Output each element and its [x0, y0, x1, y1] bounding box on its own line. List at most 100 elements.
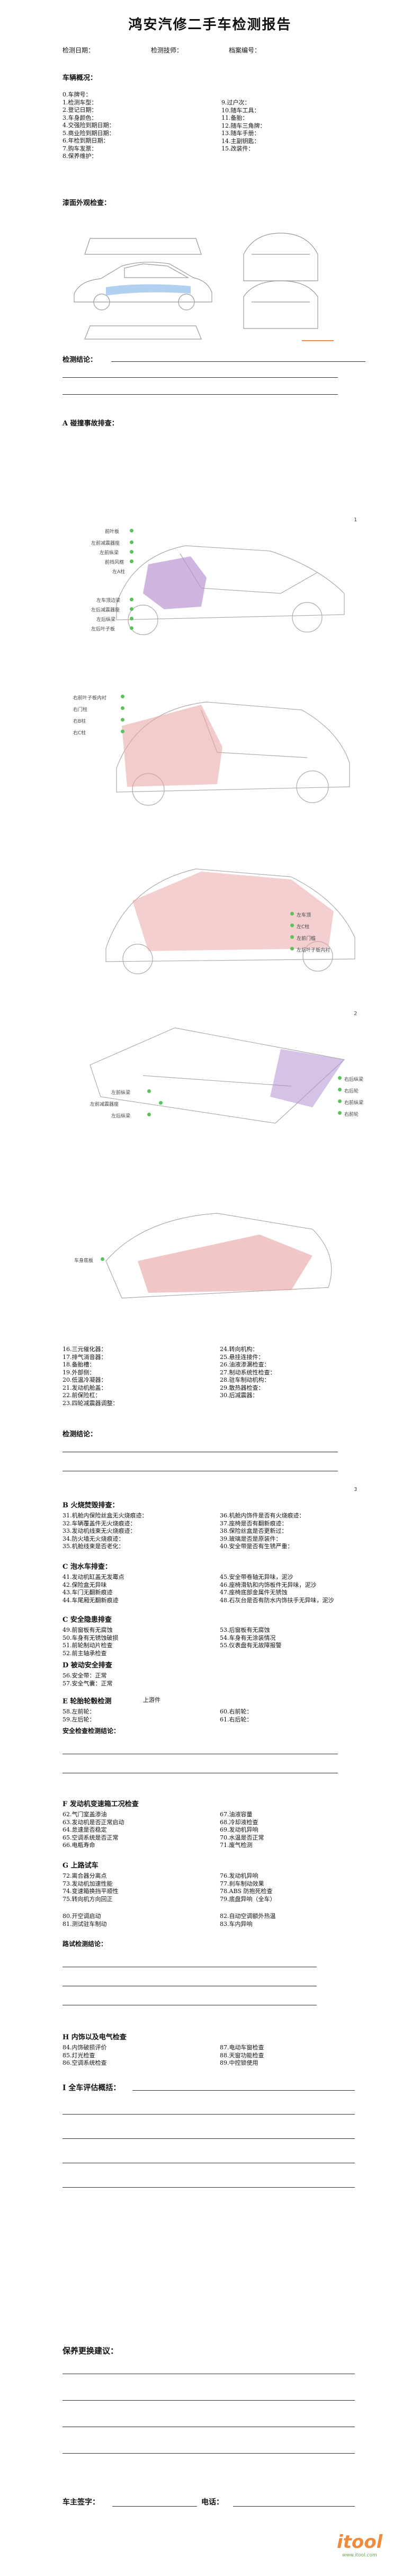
tire-item: 60.右前轮： — [220, 1708, 253, 1715]
flood-right-list: 45.安全带卷轴无异味，泥沙 46.座椅滑轨和内饰板件无异味，泥沙 47.座椅底… — [220, 1574, 334, 1604]
collision-item: 21.发动机舱盖： — [62, 1384, 107, 1391]
road-item: 81.测试驻车制动 — [62, 1920, 107, 1927]
vehicle-overview-heading: 车辆概况： — [62, 74, 97, 82]
part-label: 左车顶 — [297, 913, 311, 918]
engine-item: 71.废气检测 — [220, 1842, 253, 1849]
report-title: 鸿安汽修二手车检测报告 — [128, 17, 292, 33]
engine-item: 62.气门室盖渗油 — [62, 1811, 107, 1818]
engine-left-list: 62.气门室盖渗油 63.发动机是否正常启动 64.怠速是否稳定 65.空调系统… — [62, 1811, 124, 1850]
overall-heading: I 全车评估概括： — [62, 2084, 121, 2092]
flood-item: 42.保险盒无异味 — [62, 1581, 107, 1588]
page-mark: 1 — [354, 517, 358, 523]
interior-right-list: 87.电动车窗检查 88.天窗功能检查 89.中控锁使用 — [220, 2044, 264, 2067]
engine-right-list: 67.油液容量 68.冷却液检查 69.发动机异响 70.水温是否正常 71.废… — [220, 1811, 264, 1850]
fire-item: 38.保险丝盒是否更新过： — [220, 1527, 288, 1534]
overall-line — [132, 2090, 355, 2091]
safety-item: 53.后窗板有无腐蚀 — [220, 1627, 270, 1633]
collision-conclusion-label: 检测结论： — [62, 1431, 97, 1438]
part-label: 右B柱 — [73, 719, 86, 724]
safety-item: 50.车身有无锈蚀破损 — [62, 1634, 119, 1641]
collision-item: 28.驻车制动机构： — [220, 1376, 270, 1383]
marker-dot — [290, 923, 294, 927]
passive-item: 57.安全气囊：正常 — [62, 1680, 113, 1687]
part-label: 右前叶子板内衬 — [73, 696, 107, 701]
interior-item: 87.电动车窗检查 — [220, 2044, 264, 2051]
flood-heading: C 泡水车排查： — [62, 1563, 112, 1571]
part-label: 右前轮 — [344, 1112, 359, 1117]
collision-right-list: 24.转向机构： 25.悬挂连接件： 26.油液渗漏检查： 27.制动系统性检查… — [220, 1346, 276, 1400]
collision-diagram-5 — [105, 1213, 332, 1299]
safety-item: 54.车身有无涂装情况 — [220, 1634, 276, 1641]
marker-dot — [159, 1101, 163, 1105]
flood-item: 45.安全带卷轴无异味，泥沙 — [220, 1574, 293, 1580]
marker-dot — [101, 1257, 104, 1261]
engine-item: 67.油液容量 — [220, 1811, 253, 1818]
marker-dot — [130, 607, 133, 611]
part-label: 左后减震器座 — [91, 608, 120, 613]
fire-item: 35.机舱线束是否老化： — [62, 1543, 124, 1550]
collision-left-list: 16.三元催化器： 17.排气消音器： 18.备胎槽： 19.外部侧： 20.低… — [62, 1346, 119, 1407]
fire-item: 34.防火墙无火烧痕迹： — [62, 1535, 124, 1542]
part-label: 右后纵梁 — [344, 1077, 364, 1082]
collision-diagram-4 — [90, 1027, 345, 1124]
part-label: 左前纵梁 — [100, 550, 119, 556]
overall-line — [62, 2114, 355, 2115]
part-label: 右C柱 — [73, 731, 86, 736]
engine-item: 65.空调系统是否正常 — [62, 1834, 119, 1841]
vehicle-overview-right: 9.过户次： 10.随车工具： 11.备胎： 12.随车三角牌： 13.随车手册… — [221, 99, 266, 153]
part-label: 左C柱 — [297, 925, 310, 930]
part-label: 右前纵梁 — [344, 1100, 364, 1106]
safety-item: 52.前主轴承检查 — [62, 1649, 107, 1657]
part-label: 左A柱 — [112, 570, 126, 575]
road-conclusion-label: 路试检测结论： — [62, 1940, 108, 1948]
collision-diagram-2 — [116, 701, 350, 806]
fire-item: 33.发动机线束无火烧痕迹： — [62, 1527, 136, 1534]
collision-item: 29.散热器检查： — [220, 1384, 264, 1391]
road-item: 72.离合器分离点 — [62, 1872, 107, 1879]
vehicle-field: 6.年检到期日期： — [62, 137, 109, 144]
vehicle-field: 8.保养维护： — [62, 153, 97, 159]
passive-item: 56.安全带：正常 — [62, 1672, 107, 1679]
collision-diagram-1 — [116, 545, 345, 635]
flood-item: 44.车尾厢无翻新痕迹 — [62, 1596, 119, 1604]
marker-dot — [121, 718, 124, 722]
vehicle-field: 13.随车手册： — [221, 130, 260, 137]
safety-item: 51.前轮制动片检查 — [62, 1642, 113, 1649]
part-label: 前挡风框 — [105, 560, 124, 565]
collision-item: 23.四轮减震器调整： — [62, 1399, 119, 1407]
marker-dot — [147, 1113, 151, 1116]
marker-dot — [121, 706, 124, 710]
marker-dot — [130, 540, 133, 544]
maintenance-line — [62, 2400, 355, 2401]
vehicle-field: 0.车牌号： — [62, 91, 92, 98]
overall-line — [62, 2138, 355, 2139]
engine-item: 70.水温是否正常 — [220, 1834, 264, 1841]
vehicle-field: 9.过户次： — [221, 99, 251, 106]
watermark-logo: itool www.itool.com — [337, 2531, 416, 2569]
engine-item: 63.发动机是否正常启动 — [62, 1818, 124, 1826]
engine-item: 68.冷却液检查 — [220, 1818, 258, 1826]
marker-dot — [290, 935, 294, 939]
vehicle-field: 14.主副钥匙： — [221, 137, 260, 145]
marker-dot — [130, 550, 133, 554]
road-item: 73.发动机加速性能 — [62, 1880, 113, 1887]
tire-item: 58.左前轮： — [62, 1708, 95, 1715]
collision-item: 16.三元催化器： — [62, 1346, 107, 1353]
marker-dot — [290, 912, 294, 916]
road-right-list-2: 82.自动空调额外热温 83.车内异响 — [220, 1913, 276, 1928]
interior-left-list: 84.内饰破损评价 85.灯光检查 86.空调系统检查 — [62, 2044, 107, 2067]
collision-item: 17.排气消音器： — [62, 1353, 107, 1361]
part-label: 车身底板 — [74, 1258, 94, 1264]
interior-item: 84.内饰破损评价 — [62, 2044, 107, 2051]
road-item: 80.开空调启动 — [62, 1913, 101, 1920]
fire-right-list: 36.机舱内饰件是否有火烧痕迹： 37.座椅是否有翻新痕迹： 38.保险丝盒是否… — [220, 1512, 305, 1551]
paint-conclusion-line — [62, 394, 338, 395]
part-label: 左后纵梁 — [111, 1114, 131, 1119]
passive-heading: D 被动安全排查 — [62, 1662, 112, 1669]
interior-item: 88.天窗功能检查 — [220, 2051, 264, 2059]
road-left-list-2: 80.开空调启动 81.测试驻车制动 — [62, 1913, 107, 1928]
flood-item: 46.座椅滑轨和内饰板件无异味，泥沙 — [220, 1581, 317, 1588]
safety-item: 49.前窗板有无腐蚀 — [62, 1627, 113, 1633]
road-item: 83.车内异响 — [220, 1920, 253, 1927]
tire-item: 59.左后轮： — [62, 1716, 95, 1723]
